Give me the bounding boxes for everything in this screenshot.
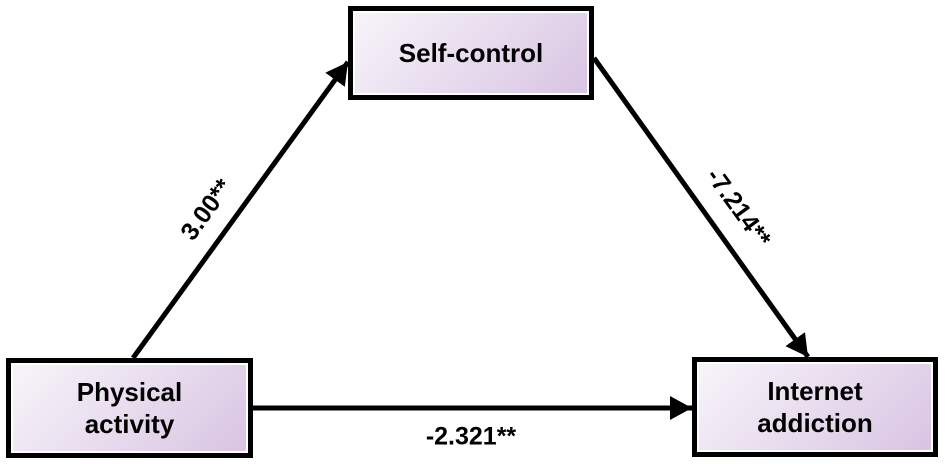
node-physical-activity-label: Physical activity	[76, 376, 183, 440]
node-physical-activity: Physical activity	[6, 358, 253, 458]
node-internet-addiction: Internet addiction	[692, 357, 938, 457]
arrow-selfcontrol-to-internet	[591, 56, 811, 359]
node-internet-addiction-label: Internet addiction	[757, 375, 873, 439]
arrow-physical-to-selfcontrol	[130, 60, 351, 360]
path-coefficient-physical-to-internet: -2.321**	[425, 422, 517, 451]
node-self-control: Self-control	[348, 6, 594, 100]
node-self-control-label: Self-control	[398, 37, 544, 68]
